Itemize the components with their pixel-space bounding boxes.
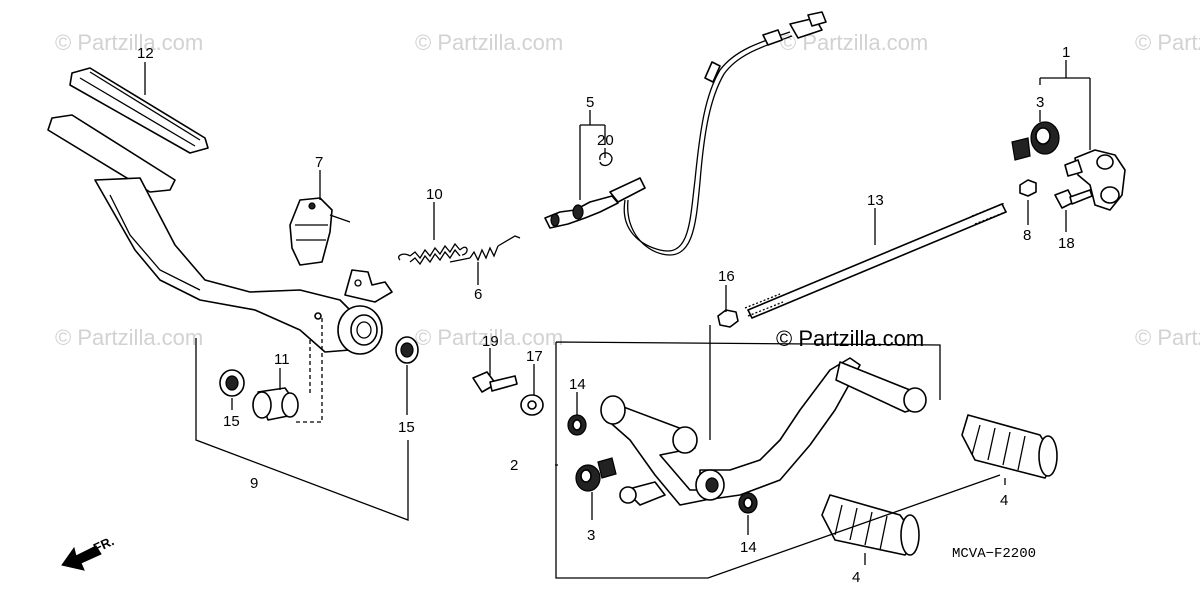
callout-20: 20 bbox=[597, 132, 614, 149]
dust-seal bbox=[219, 369, 245, 397]
leader-lines bbox=[144, 60, 1091, 579]
rear-brake-switch bbox=[544, 11, 827, 256]
brake-pedal-assembly bbox=[47, 67, 521, 423]
callout-18: 18 bbox=[1058, 235, 1075, 252]
callout-1: 1 bbox=[1062, 44, 1070, 61]
pedal-rubber-pad bbox=[69, 67, 209, 154]
pedal-plate bbox=[47, 114, 176, 193]
callout-11: 11 bbox=[274, 351, 290, 368]
callout-3: 3 bbox=[1036, 94, 1044, 111]
dust-seal bbox=[395, 336, 419, 364]
shift-rod bbox=[747, 203, 1007, 319]
lock-nut bbox=[717, 309, 739, 328]
washer bbox=[520, 394, 544, 416]
callout-16: 16 bbox=[718, 268, 735, 285]
shift-rod-joint bbox=[1064, 149, 1126, 211]
ball-joint bbox=[1011, 121, 1060, 161]
front-label: FR. bbox=[91, 533, 116, 555]
pedal-pivot-boss bbox=[337, 305, 383, 355]
shift-linkage bbox=[472, 121, 1126, 556]
callout-13: 13 bbox=[867, 192, 884, 209]
callout-7: 7 bbox=[315, 154, 323, 171]
brand-label: © Partzilla.com bbox=[776, 326, 924, 351]
callout-3: 3 bbox=[587, 527, 595, 544]
callout-15: 15 bbox=[398, 419, 415, 436]
arrow-left-down-icon bbox=[61, 545, 102, 571]
watermark: © Partzilla.com bbox=[55, 325, 203, 350]
callouts: 12 7 10 6 5 20 1 3 8 18 13 16 19 17 14 1… bbox=[137, 44, 1075, 586]
foot-peg-rubber bbox=[961, 414, 1058, 479]
watermark: © Partzilla.com bbox=[415, 30, 563, 55]
callout-4: 4 bbox=[852, 569, 860, 586]
pivot-collar bbox=[252, 387, 299, 421]
brake-stop-switch bbox=[289, 197, 351, 266]
diagram-code: MCVA−F2200 bbox=[952, 546, 1036, 562]
front-indicator: FR. bbox=[61, 533, 116, 571]
callout-14: 14 bbox=[569, 376, 586, 393]
dust-seal bbox=[567, 414, 587, 436]
callout-4: 4 bbox=[1000, 492, 1008, 509]
gearshift-pedal bbox=[600, 357, 927, 506]
watermark: © Partzilla.com bbox=[55, 30, 203, 55]
callout-14: 14 bbox=[740, 539, 757, 556]
watermark: © Partzilla.com bbox=[415, 325, 563, 350]
callout-17: 17 bbox=[526, 348, 543, 365]
switch-spring bbox=[449, 235, 521, 263]
watermark: © Partzilla.com bbox=[1135, 30, 1200, 55]
callout-8: 8 bbox=[1023, 227, 1031, 244]
switch-clip bbox=[599, 152, 613, 167]
foot-peg-rubber bbox=[821, 494, 920, 556]
return-spring bbox=[398, 242, 468, 266]
callout-19: 19 bbox=[482, 333, 499, 350]
callout-12: 12 bbox=[137, 45, 154, 62]
callout-5: 5 bbox=[586, 94, 594, 111]
callout-2: 2 bbox=[510, 457, 518, 474]
watermarks: © Partzilla.com © Partzilla.com © Partzi… bbox=[55, 30, 1200, 350]
callout-9: 9 bbox=[250, 475, 258, 492]
watermark: © Partzilla.com bbox=[1135, 325, 1200, 350]
joint-bolt bbox=[1054, 189, 1093, 209]
lock-nut bbox=[1019, 179, 1037, 197]
shift-pedal-bolt bbox=[472, 371, 518, 393]
callout-15: 15 bbox=[223, 413, 240, 430]
dust-seal bbox=[738, 492, 758, 514]
callout-10: 10 bbox=[426, 186, 443, 203]
ball-joint bbox=[575, 457, 617, 492]
callout-6: 6 bbox=[474, 286, 482, 303]
spring-hook-bracket bbox=[344, 269, 393, 303]
